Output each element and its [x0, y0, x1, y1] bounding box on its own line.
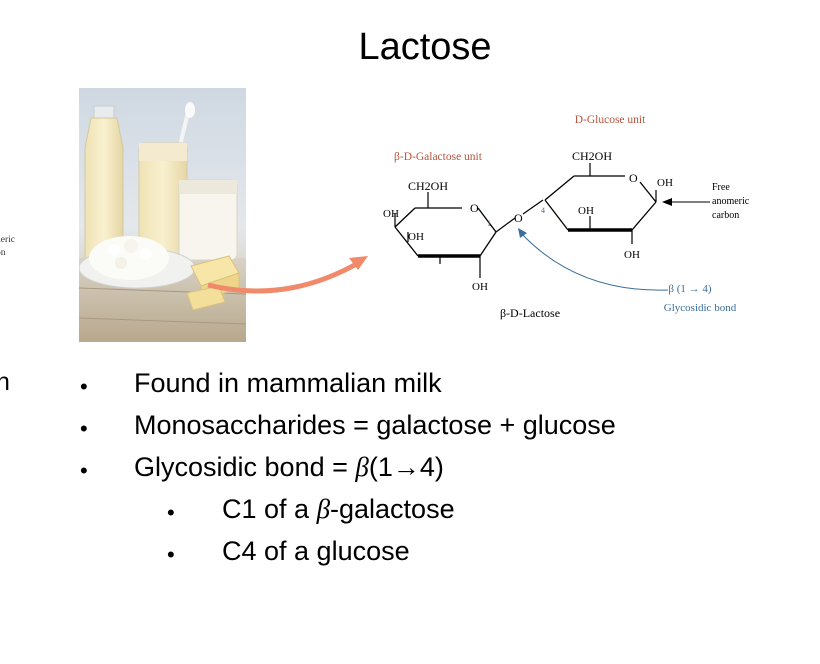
bullet-item-milk: Found in mammalian milk — [134, 368, 442, 398]
bullet-marker: • — [80, 458, 88, 483]
free-anomeric-line2: anomeric — [712, 196, 750, 207]
bullet-marker: • — [80, 374, 88, 399]
sub-bullet-marker: • — [167, 500, 175, 525]
galactose-oh-4: OH — [383, 208, 399, 220]
bullet-text: C1 of a — [222, 494, 317, 524]
beta-symbol: β — [316, 494, 331, 524]
carbon-1-label: 1 — [487, 219, 491, 228]
dairy-products-illustration — [79, 88, 246, 342]
carbon-4-label: 4 — [541, 206, 545, 215]
bullet-text: -galactose — [330, 494, 455, 524]
galactose-ring-oxygen: O — [470, 201, 479, 215]
galactose-ring — [394, 192, 516, 278]
glycosidic-bond-pointer — [519, 231, 669, 291]
edge-text-fragment-2: on — [0, 248, 6, 258]
bullet-item-monosaccharides: Monosaccharides = galactose + glucose — [134, 410, 616, 440]
glycosidic-pointer-head-icon — [518, 228, 527, 238]
slide-title: Lactose — [358, 26, 492, 68]
arrow-head-icon — [349, 256, 368, 270]
galactose-oh-3: OH — [408, 231, 424, 243]
bullet-item-glycosidic-bond: Glycosidic bond = β(1→4) — [134, 452, 444, 483]
free-anomeric-line1: Free — [712, 182, 730, 193]
dairy-products-photo — [79, 88, 246, 342]
glucose-oh-1: OH — [657, 177, 673, 189]
sub-bullet-marker: • — [167, 542, 175, 567]
bullet-text: (1→4) — [368, 452, 444, 482]
glucose-oh-2: OH — [624, 249, 640, 261]
edge-text-fragment-1: neric — [0, 235, 15, 245]
free-anomeric-arrow-icon — [662, 198, 672, 206]
glucose-oh-3: OH — [578, 205, 594, 217]
glucose-unit-label: D-Glucose unit — [575, 114, 646, 126]
curved-arrow — [207, 259, 362, 294]
lactose-caption: β-D-Lactose — [500, 306, 560, 320]
edge-bullet-fragment: n — [0, 368, 10, 396]
galactose-ch2oh: CH2OH — [408, 179, 448, 193]
glucose-ch2oh: CH2OH — [572, 149, 612, 163]
glycosidic-oxygen: O — [514, 211, 523, 225]
bond-type-label: β (1 → 4) — [668, 283, 712, 295]
bullet-marker: • — [80, 416, 88, 441]
sub-bullet-c1: C1 of a β-galactose — [222, 494, 455, 525]
galactose-oh-2: OH — [472, 281, 488, 293]
free-anomeric-line3: carbon — [712, 210, 739, 221]
glucose-ring — [544, 163, 710, 244]
glucose-ring-oxygen: O — [629, 171, 638, 185]
galactose-unit-label: β-D-Galactose unit — [394, 151, 483, 163]
bullet-text: Glycosidic bond = — [134, 452, 356, 482]
beta-symbol: β — [355, 452, 369, 482]
lactose-structure-diagram: D-Glucose unit β-D-Galactose unit CH2OH … — [207, 114, 750, 320]
sub-bullet-c4: C4 of a glucose — [222, 536, 410, 566]
glycosidic-bond-label: Glycosidic bond — [664, 302, 737, 314]
